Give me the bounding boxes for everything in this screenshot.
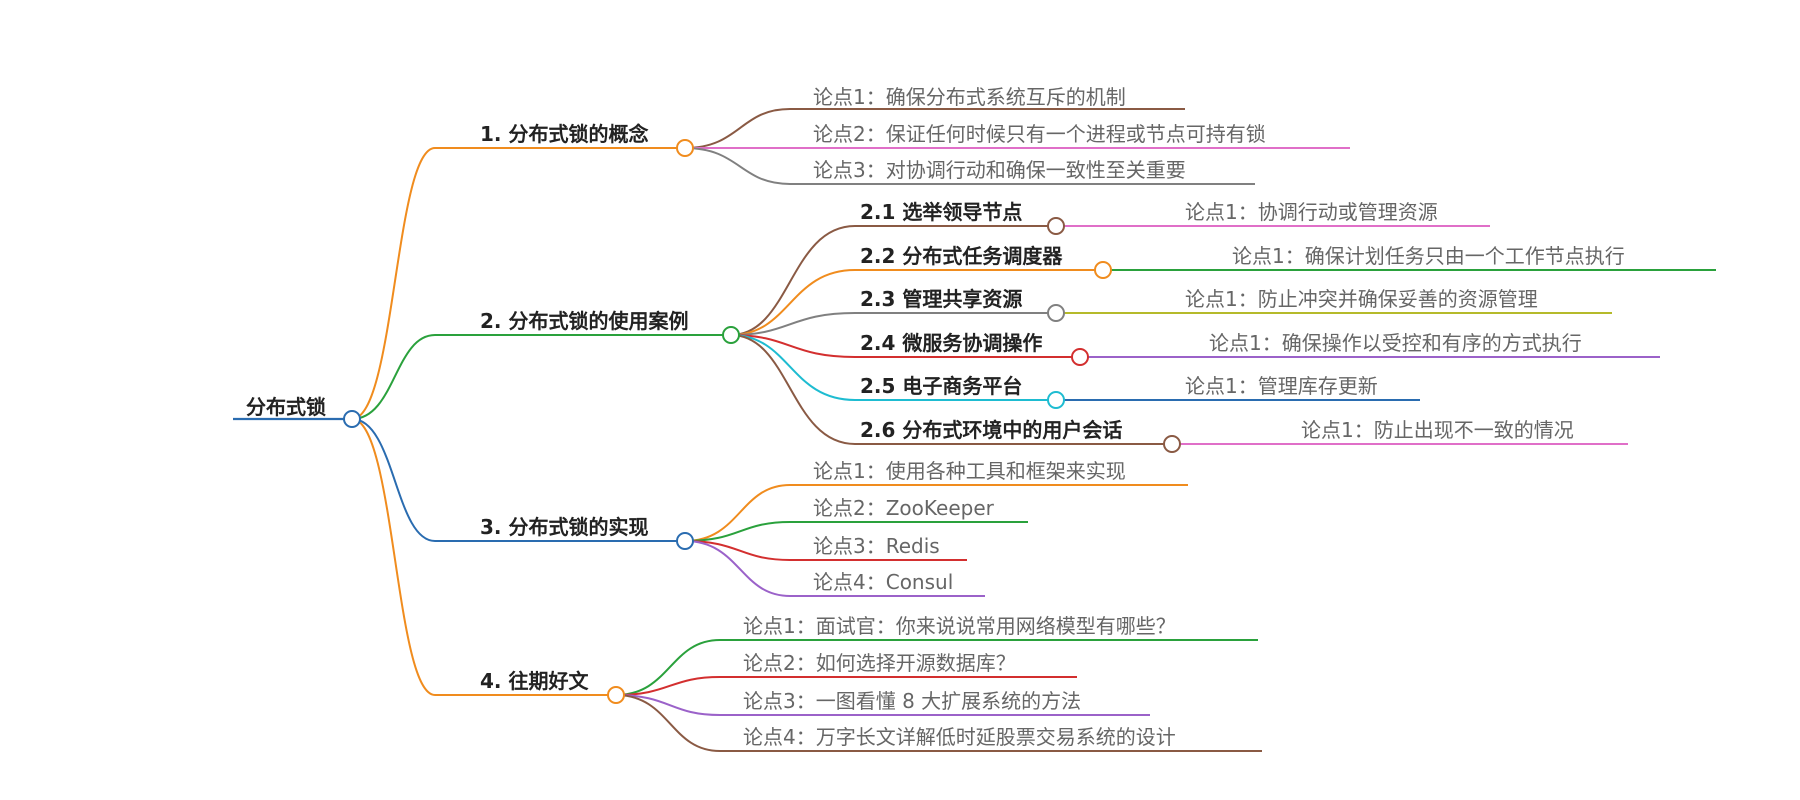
connector-b4-leaf4 bbox=[615, 694, 1262, 752]
sub-2-3-leaf: 论点1：防止冲突并确保妥善的资源管理 bbox=[1185, 287, 1538, 311]
connector-b2-sub2 bbox=[730, 269, 1103, 336]
sub-2-3-node-dot[interactable] bbox=[1047, 304, 1065, 322]
root-label[interactable]: 分布式锁 bbox=[246, 395, 326, 419]
connector-b2-sub5 bbox=[730, 334, 1056, 401]
connector-root-b2 bbox=[351, 334, 731, 420]
sub-2-6-leaf: 论点1：防止出现不一致的情况 bbox=[1301, 418, 1574, 442]
connector-b4-leaf1 bbox=[615, 639, 1258, 696]
b4-leaf-3: 论点3：一图看懂 8 大扩展系统的方法 bbox=[743, 689, 1081, 713]
branch-2-label[interactable]: 2. 分布式锁的使用案例 bbox=[480, 309, 688, 333]
sub-2-5-label[interactable]: 2.5 电子商务平台 bbox=[860, 374, 1022, 398]
sub-2-2-label[interactable]: 2.2 分布式任务调度器 bbox=[860, 244, 1063, 268]
connector-b3-leaf3 bbox=[684, 540, 967, 561]
sub-2-1-label[interactable]: 2.1 选举领导节点 bbox=[860, 200, 1022, 224]
b1-leaf-1: 论点1：确保分布式系统互斥的机制 bbox=[813, 85, 1126, 109]
connector-b1-leaf1 bbox=[684, 108, 1185, 149]
sub-2-5-node-dot[interactable] bbox=[1047, 391, 1065, 409]
connector-b3-leaf1 bbox=[684, 484, 1188, 542]
connector-b2-sub4 bbox=[730, 334, 1080, 358]
sub-2-3-label[interactable]: 2.3 管理共享资源 bbox=[860, 287, 1022, 311]
b3-leaf-1: 论点1：使用各种工具和框架来实现 bbox=[813, 459, 1126, 483]
branch-4-label[interactable]: 4. 往期好文 bbox=[480, 669, 589, 693]
b4-leaf-2: 论点2：如何选择开源数据库？ bbox=[743, 651, 1016, 675]
connector-b2-sub6 bbox=[730, 334, 1172, 445]
branch-3-label[interactable]: 3. 分布式锁的实现 bbox=[480, 515, 648, 539]
connector-b3-leaf4 bbox=[684, 540, 985, 597]
b3-leaf-3: 论点3：Redis bbox=[813, 534, 940, 558]
sub-2-4-leaf: 论点1：确保操作以受控和有序的方式执行 bbox=[1209, 331, 1582, 355]
b3-leaf-2: 论点2：ZooKeeper bbox=[813, 496, 995, 520]
connector-b2-sub1 bbox=[730, 225, 1056, 336]
sub-2-4-node-dot[interactable] bbox=[1071, 348, 1089, 366]
sub-2-6-label[interactable]: 2.6 分布式环境中的用户会话 bbox=[860, 418, 1122, 442]
sub-2-6-node-dot[interactable] bbox=[1163, 435, 1181, 453]
sub-2-2-node-dot[interactable] bbox=[1094, 261, 1112, 279]
sub-2-4-label[interactable]: 2.4 微服务协调操作 bbox=[860, 331, 1042, 355]
connector-root-b3 bbox=[351, 418, 685, 542]
sub-2-2-leaf: 论点1：确保计划任务只由一个工作节点执行 bbox=[1232, 244, 1625, 268]
root-node-dot[interactable] bbox=[343, 410, 361, 428]
b4-leaf-1: 论点1：面试官：你来说说常用网络模型有哪些？ bbox=[743, 614, 1176, 638]
branch-3-node-dot[interactable] bbox=[676, 532, 694, 550]
b1-leaf-3: 论点3：对协调行动和确保一致性至关重要 bbox=[813, 158, 1186, 182]
connector-root-b4 bbox=[351, 418, 616, 696]
branch-2-node-dot[interactable] bbox=[722, 326, 740, 344]
connector-b3-leaf2 bbox=[684, 521, 1028, 542]
connector-b4-leaf3 bbox=[615, 694, 1150, 716]
branch-1-node-dot[interactable] bbox=[676, 139, 694, 157]
connector-b1-leaf3 bbox=[684, 147, 1255, 185]
branch-1-label[interactable]: 1. 分布式锁的概念 bbox=[480, 122, 648, 146]
sub-2-1-leaf: 论点1：协调行动或管理资源 bbox=[1185, 200, 1438, 224]
b3-leaf-4: 论点4：Consul bbox=[813, 570, 953, 594]
sub-2-1-node-dot[interactable] bbox=[1047, 217, 1065, 235]
b1-leaf-2: 论点2：保证任何时候只有一个进程或节点可持有锁 bbox=[813, 122, 1266, 146]
b4-leaf-4: 论点4：万字长文详解低时延股票交易系统的设计 bbox=[743, 725, 1176, 749]
sub-2-5-leaf: 论点1：管理库存更新 bbox=[1185, 374, 1378, 398]
connector-root-b1 bbox=[351, 147, 685, 420]
branch-4-node-dot[interactable] bbox=[607, 686, 625, 704]
connector-b4-leaf2 bbox=[615, 676, 1077, 696]
connector-b2-sub3 bbox=[730, 312, 1056, 336]
